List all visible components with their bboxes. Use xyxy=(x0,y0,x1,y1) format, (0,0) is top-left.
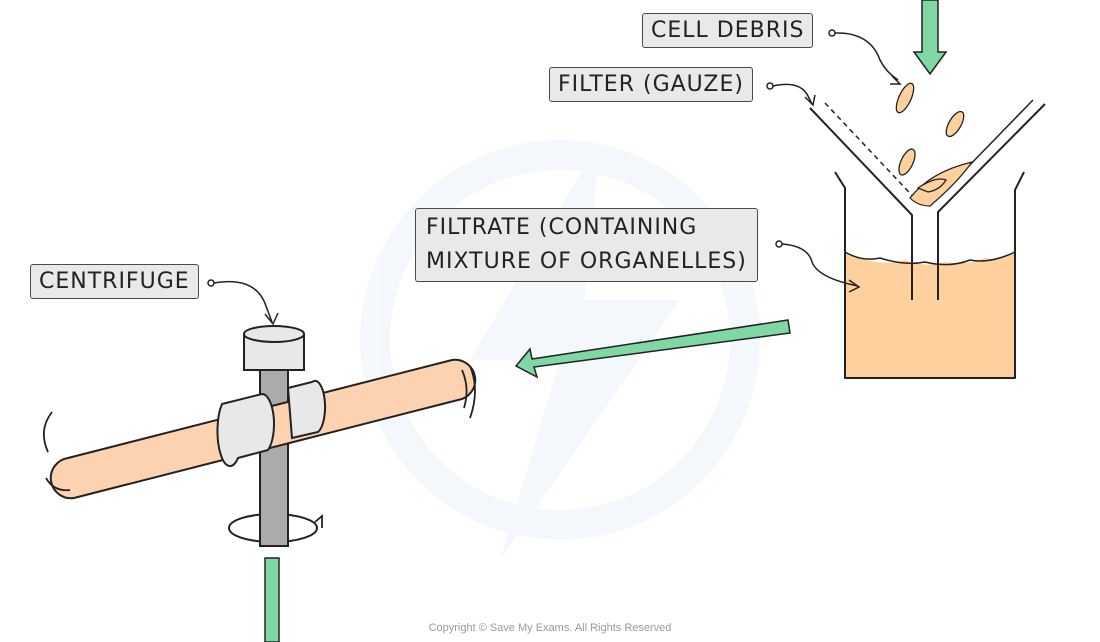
label-centrifuge: CENTRIFUGE xyxy=(30,264,199,299)
centrifuge-cap xyxy=(243,325,305,371)
tube-clamp xyxy=(216,392,276,468)
filtrate-liquid xyxy=(845,252,1015,378)
copyright-notice: Copyright © Save My Exams. All Rights Re… xyxy=(428,622,672,634)
label-filtrate-line1: FILTRATE (CONTAINING xyxy=(426,215,698,240)
beaker xyxy=(834,171,1025,379)
label-centrifuge-text: CENTRIFUGE xyxy=(39,269,190,294)
filter-gauze xyxy=(824,102,923,207)
motion-lines xyxy=(42,365,476,492)
label-pointers xyxy=(207,29,902,326)
cell-debris-pieces xyxy=(895,82,965,193)
tube-clamp xyxy=(286,379,327,440)
label-filtrate-line2: MIXTURE OF ORGANELLES) xyxy=(426,249,747,274)
arrow-down-from-centrifuge xyxy=(264,557,280,642)
label-filtrate: FILTRATE (CONTAINING MIXTURE OF ORGANELL… xyxy=(415,208,758,282)
debris-piece xyxy=(945,110,965,138)
centrifuge xyxy=(42,325,477,547)
debris-piece xyxy=(898,148,916,176)
debris-piece xyxy=(916,178,947,193)
label-filter-text: FILTER (GAUZE) xyxy=(558,72,744,97)
label-cell-debris: CELL DEBRIS xyxy=(642,13,814,48)
label-cell-debris-text: CELL DEBRIS xyxy=(651,18,805,43)
arrow-to-centrifuge xyxy=(514,319,791,379)
watermark-logo xyxy=(360,140,760,560)
arrow-down-into-funnel xyxy=(912,0,948,76)
label-filter: FILTER (GAUZE) xyxy=(549,67,753,102)
debris-piece xyxy=(895,82,915,114)
